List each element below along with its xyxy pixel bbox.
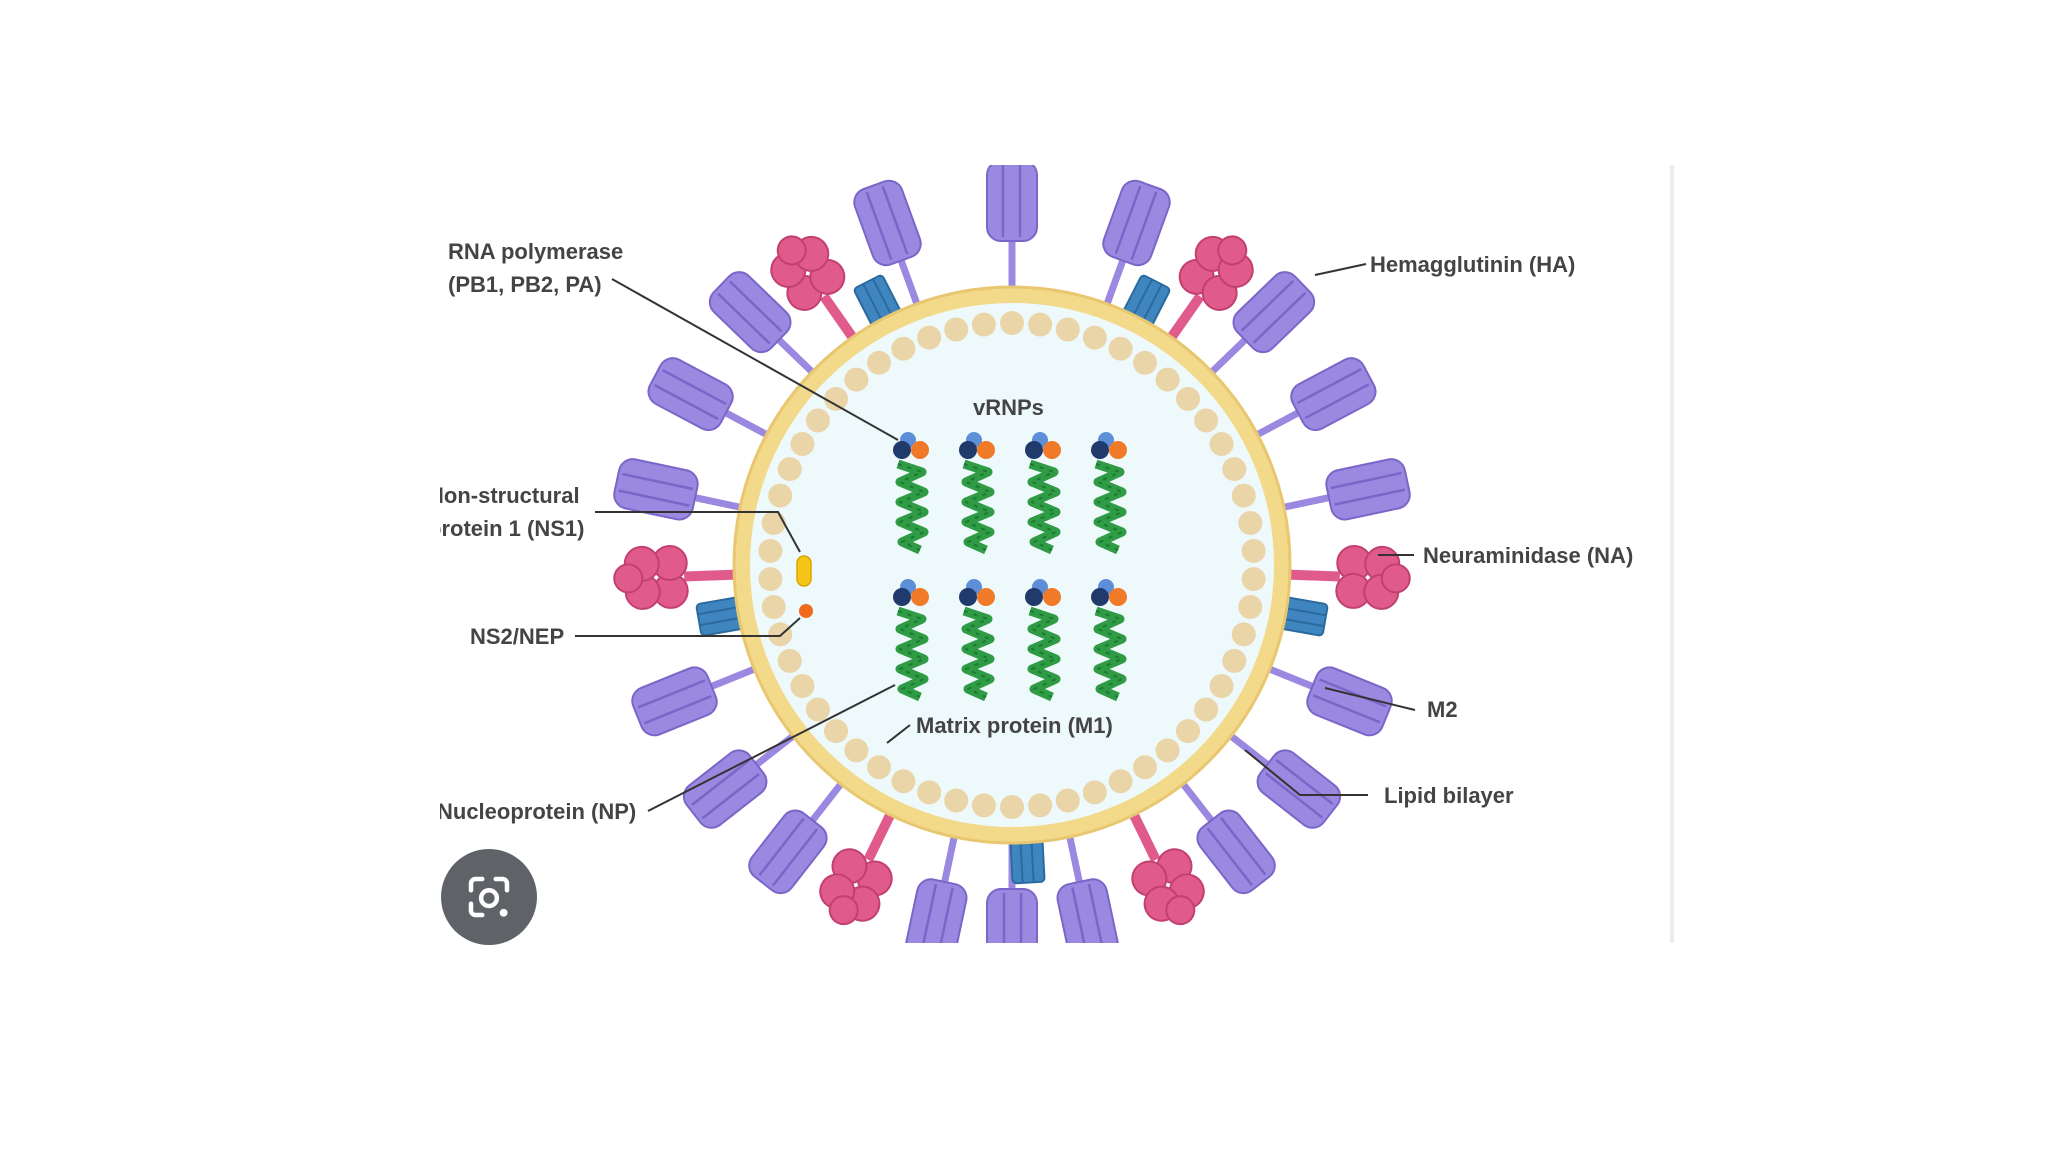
matrix-protein-bead	[761, 511, 786, 535]
matrix-protein-bead	[944, 788, 969, 813]
matrix-protein-bead	[1082, 325, 1107, 350]
matrix-protein-bead	[1194, 697, 1219, 722]
matrix-protein-bead	[1176, 719, 1200, 744]
matrix-protein-bead	[971, 793, 996, 818]
matrix-protein-bead	[1133, 350, 1157, 375]
label-lipid-bilayer: Lipid bilayer	[1384, 783, 1514, 808]
matrix-protein-bead	[768, 622, 793, 647]
matrix-protein-bead	[1082, 780, 1107, 805]
matrix-protein-bead	[891, 336, 916, 361]
matrix-protein-bead	[1000, 311, 1024, 335]
hemagglutinin-spike	[985, 165, 1039, 291]
label-matrix-protein: Matrix protein (M1)	[916, 713, 1113, 738]
matrix-protein-bead	[891, 769, 916, 794]
matrix-protein-bead	[971, 312, 996, 337]
matrix-protein-bead	[1231, 622, 1256, 647]
google-lens-button[interactable]	[441, 849, 537, 945]
panel-divider	[1670, 165, 1674, 943]
label-vrnps: vRNPs	[973, 395, 1044, 420]
matrix-protein-bead	[805, 408, 830, 433]
matrix-protein-bead	[790, 674, 815, 698]
virus-interior	[750, 303, 1274, 827]
matrix-protein-bead	[758, 567, 783, 592]
label-neuraminidase: Neuraminidase (NA)	[1423, 543, 1633, 568]
hemagglutinin-spike	[902, 828, 981, 943]
hemagglutinin-spike	[610, 455, 749, 534]
hemagglutinin-spike	[626, 643, 767, 741]
matrix-protein-bead	[1209, 674, 1234, 698]
leader-line-lipid	[1244, 749, 1368, 796]
label-ns2-nep: NS2/NEP	[470, 624, 564, 649]
matrix-protein-bead	[1222, 457, 1247, 482]
matrix-protein-bead	[1238, 595, 1263, 619]
matrix-protein-bead	[1231, 483, 1256, 508]
matrix-protein-bead	[824, 386, 848, 411]
matrix-protein-bead	[761, 595, 786, 619]
matrix-protein-bead	[1222, 648, 1247, 673]
matrix-protein-bead	[1194, 408, 1219, 433]
matrix-protein-bead	[1108, 336, 1133, 361]
matrix-protein-bead	[1055, 317, 1080, 342]
leader-line-nucleoprotein	[647, 684, 896, 812]
matrix-protein-bead	[1028, 312, 1053, 337]
ns2-protein	[799, 604, 813, 618]
label-nucleoprotein: Nucleoprotein (NP)	[437, 799, 636, 824]
matrix-protein-bead	[1108, 769, 1133, 794]
matrix-protein-bead	[777, 648, 802, 673]
leader-line-ns2	[575, 617, 801, 637]
matrix-protein-bead	[1209, 432, 1234, 456]
matrix-protein-bead	[824, 719, 848, 744]
matrix-protein-bead	[917, 780, 942, 805]
matrix-protein-bead	[768, 483, 793, 508]
leader-line-m2	[1324, 687, 1416, 711]
matrix-protein-bead	[844, 738, 869, 763]
hemagglutinin-spike	[642, 352, 782, 459]
matrix-protein-bead	[944, 317, 969, 342]
leader-line-rna-polymerase	[611, 278, 899, 441]
label-rna-polymerase-subunits: (PB1, PB2, PA)	[448, 272, 602, 297]
leader-lines	[575, 263, 1416, 812]
matrix-protein-bead	[1055, 788, 1080, 813]
leader-line-hemagglutinin	[1314, 263, 1367, 276]
matrix-protein-bead	[805, 697, 830, 722]
ns1-protein	[796, 555, 812, 587]
label-hemagglutinin: Hemagglutinin (HA)	[1370, 252, 1575, 277]
matrix-protein-bead	[1238, 511, 1263, 535]
matrix-protein-bead	[1155, 738, 1180, 763]
google-lens-icon	[468, 876, 510, 918]
leader-line-matrix	[886, 724, 911, 744]
matrix-protein-bead	[867, 755, 891, 780]
matrix-protein-ring	[758, 311, 1266, 819]
matrix-protein-bead	[1000, 795, 1024, 819]
matrix-protein-bead	[844, 367, 869, 392]
matrix-protein-bead	[758, 538, 783, 563]
matrix-protein-bead	[790, 432, 815, 456]
matrix-protein-bead	[917, 325, 942, 350]
matrix-protein-bead	[1133, 755, 1157, 780]
matrix-protein-bead	[1155, 367, 1180, 392]
matrix-protein-bead	[1176, 386, 1200, 411]
label-rna-polymerase: RNA polymerase	[448, 239, 623, 264]
hemagglutinin-spike	[1043, 828, 1122, 943]
label-ns1-line2: protein 1 (NS1)	[428, 516, 584, 541]
matrix-protein-bead	[777, 457, 802, 482]
hemagglutinin-spike	[1257, 643, 1398, 741]
leader-line-ns1	[595, 511, 801, 553]
label-m2: M2	[1427, 697, 1458, 722]
label-ns1-line1: Non-structural	[428, 483, 580, 508]
matrix-protein-bead	[867, 350, 891, 375]
matrix-protein-bead	[1241, 567, 1266, 592]
hemagglutinin-spike	[1242, 352, 1382, 459]
matrix-protein-bead	[1241, 538, 1266, 563]
hemagglutinin-spike	[1275, 455, 1414, 534]
matrix-protein-bead	[1028, 793, 1053, 818]
